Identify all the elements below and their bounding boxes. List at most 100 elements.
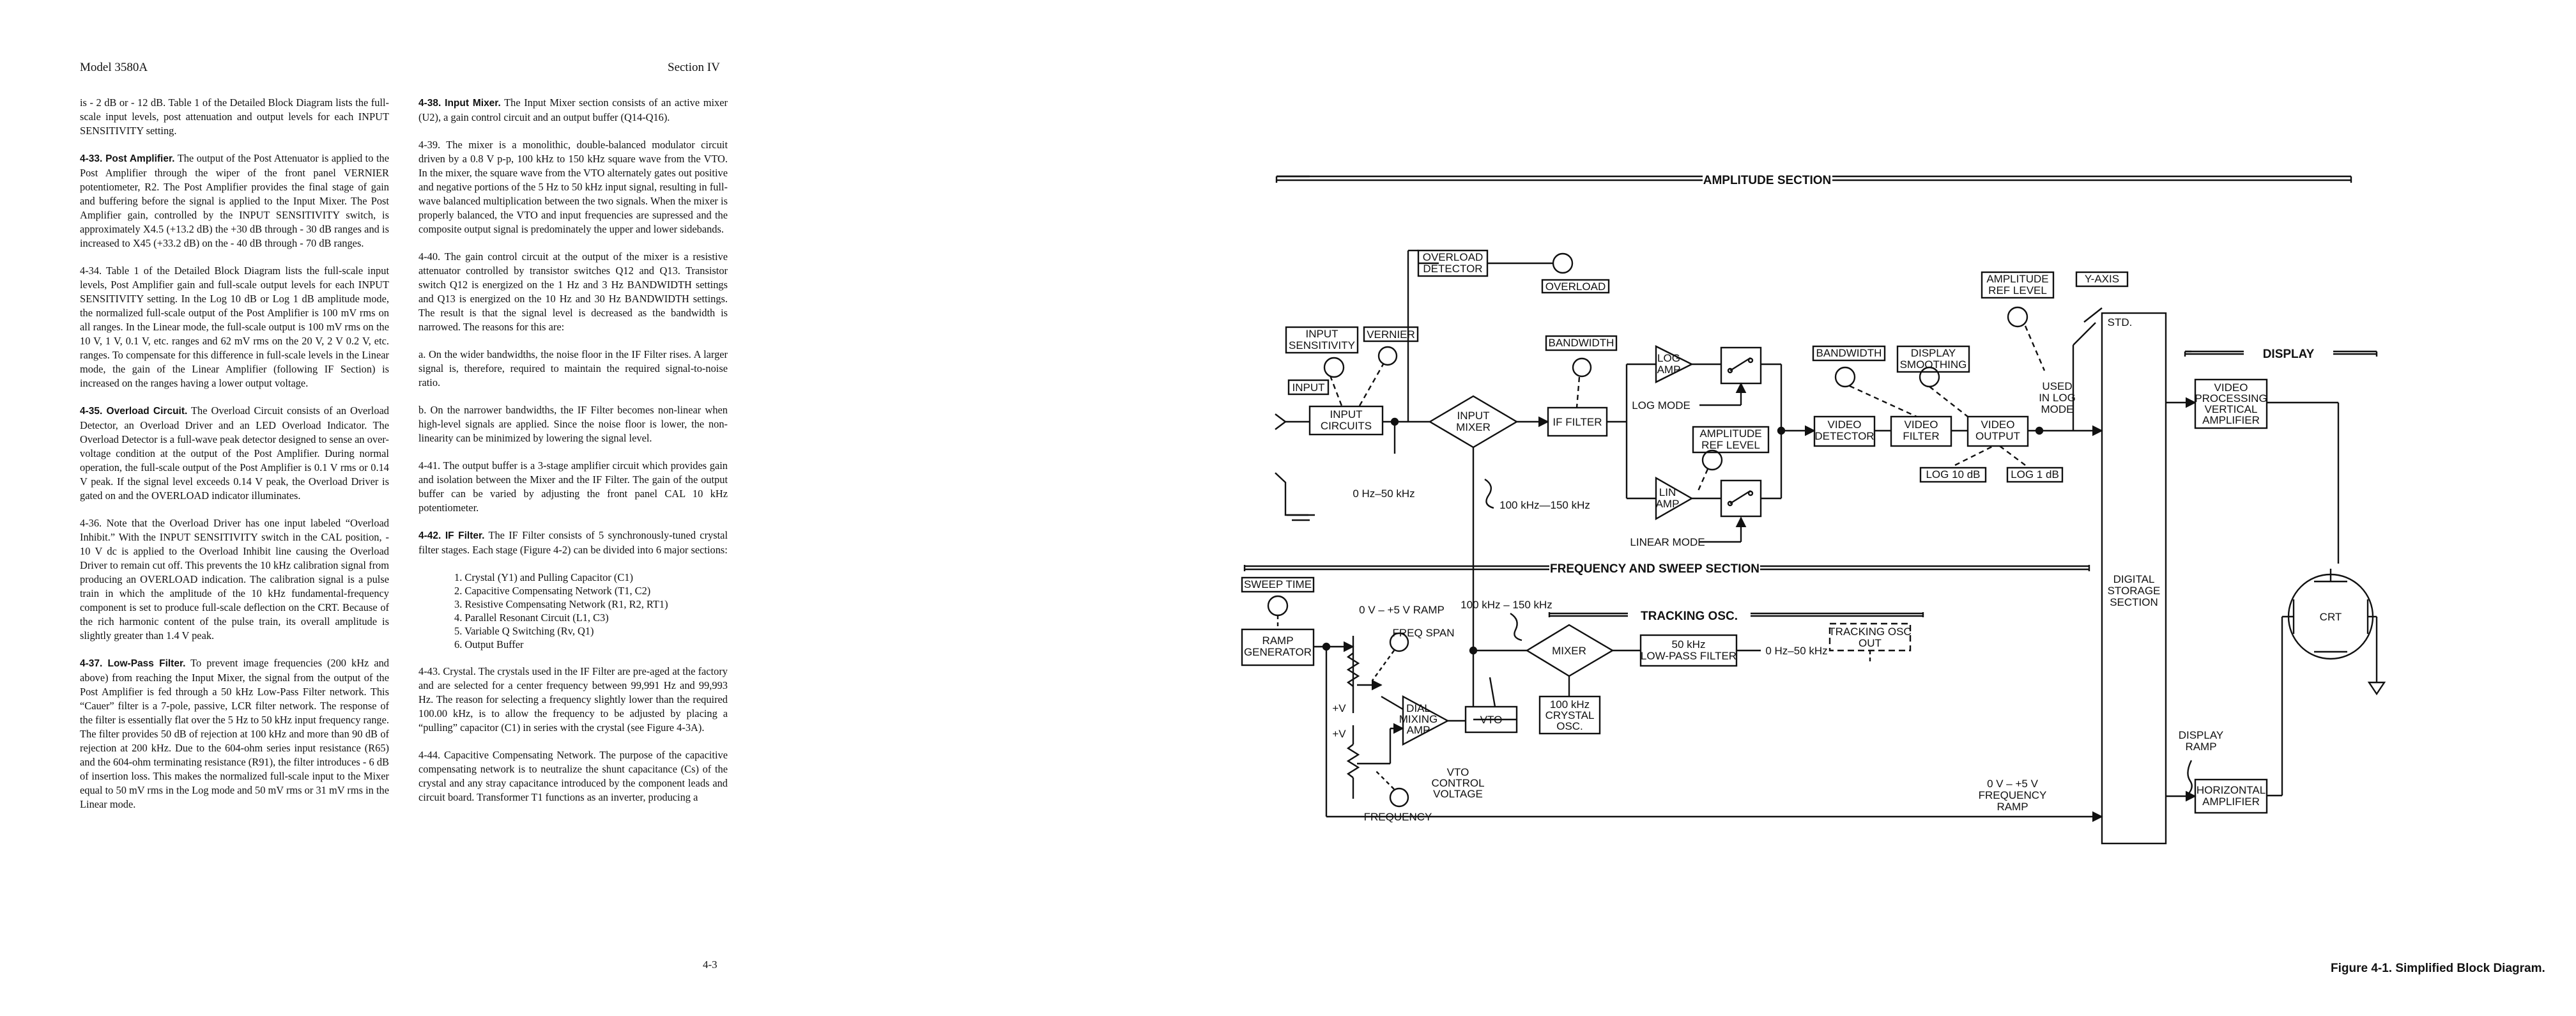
paragraph-item-a: a. On the wider bandwidths, the noise fl… (418, 348, 728, 389)
overload-detector-label-2: DETECTOR (1423, 263, 1482, 275)
log-10db-label: LOG 10 dB (1926, 468, 1980, 481)
video-processing-label-1: VIDEO (2214, 381, 2248, 394)
crt-label: CRT (2320, 611, 2342, 623)
paragraph-body: The output of the Post Attenuator is app… (80, 152, 389, 249)
paragraph-body: The IF Filter consists of 5 synchronousl… (418, 529, 728, 556)
paragraph-4-38: 4-38. Input Mixer. The Input Mixer secti… (418, 96, 728, 125)
input-sensitivity-label-1: INPUT (1306, 328, 1338, 340)
vto-control-label-2: CONTROL (1431, 777, 1484, 789)
text-column-right: 4-38. Input Mixer. The Input Mixer secti… (418, 96, 728, 818)
log-mode-label: LOG MODE (1632, 399, 1690, 412)
if-filter-section-list: 1. Crystal (Y1) and Pulling Capacitor (C… (418, 571, 728, 651)
bandwidth-label-if: BANDWIDTH (1549, 337, 1614, 349)
vto-frequency-range: 100 kHz – 150 kHz (1460, 599, 1552, 611)
video-filter-label-1: VIDEO (1905, 419, 1938, 431)
list-item: 5. Variable Q Switching (Rv, Q1) (454, 625, 594, 637)
video-processing-label-2: PROCESSING (2195, 392, 2267, 404)
log-1db-label: LOG 1 dB (2011, 468, 2059, 481)
paragraph-4-43: 4-43. Crystal. The crystals used in the … (418, 665, 728, 734)
frequency-sweep-section-label: FREQUENCY AND SWEEP SECTION (1550, 562, 1759, 576)
vernier-label: VERNIER (1367, 328, 1415, 341)
bandwidth-label-video: BANDWIDTH (1816, 347, 1882, 359)
vto-label: VTO (1480, 714, 1503, 726)
list-item: 4. Parallel Resonant Circuit (L1, C3) (454, 612, 609, 624)
freq-span-label: FREQ SPAN (1393, 627, 1455, 639)
display-section-label: DISPLAY (2263, 348, 2315, 361)
page-number: 4-3 (703, 958, 717, 971)
paragraph-4-44: 4-44. Capacitive Compensating Network. T… (418, 749, 728, 803)
paragraph-4-40: 4-40. The gain control circuit at the ou… (418, 250, 728, 333)
if-filter-label: IF FILTER (1552, 416, 1602, 428)
linear-mode-label: LINEAR MODE (1630, 536, 1705, 548)
display-ramp-label-2: RAMP (2185, 741, 2216, 753)
sweep-time-label: SWEEP TIME (1244, 578, 1312, 590)
overload-detector-label-1: OVERLOAD (1423, 251, 1483, 263)
overload-indicator-label: OVERLOAD (1545, 281, 1606, 293)
video-output-label-2: OUTPUT (1975, 430, 2020, 442)
paragraph-4-36: 4-36. Note that the Overload Driver has … (80, 517, 389, 642)
display-smoothing-label-1: DISPLAY (1911, 347, 1956, 359)
input-circuits-label-1: INPUT (1330, 408, 1363, 420)
used-in-log-mode-label-3: MODE (2041, 403, 2074, 415)
paragraph-heading: 4-35. Overload Circuit. (80, 406, 188, 417)
paragraph-heading: 4-38. Input Mixer. (418, 98, 501, 109)
list-item: 6. Output Buffer (454, 638, 524, 650)
dial-mixing-amp-label-2: MIXING (1399, 713, 1438, 725)
digital-storage-label-1: DIGITAL (2113, 573, 2155, 585)
amplitude-ref-level-label-2: REF LEVEL (1988, 284, 2047, 296)
ramp-generator-label-2: GENERATOR (1244, 646, 1312, 658)
paragraph-heading: 4-42. IF Filter. (418, 530, 485, 541)
text-column-left: is - 2 dB or - 12 dB. Table 1 of the Det… (80, 96, 389, 825)
model-header: Model 3580A (80, 61, 148, 74)
used-in-log-mode-label-1: USED (2042, 380, 2072, 392)
frequency-ramp-label-2: FREQUENCY (1979, 789, 2047, 801)
display-ramp-label-1: DISPLAY (2179, 729, 2224, 741)
paragraph-4-42: 4-42. IF Filter. The IF Filter consists … (418, 528, 728, 557)
list-item: 1. Crystal (Y1) and Pulling Capacitor (C… (454, 571, 633, 583)
lowpass-filter-label-1: 50 kHz (1672, 638, 1706, 650)
horizontal-amplifier-label-2: AMPLIFIER (2202, 796, 2260, 808)
dial-mixing-amp-label-3: AMP (1407, 724, 1430, 736)
amplitude-section-label: AMPLITUDE SECTION (1703, 174, 1832, 187)
figure-caption: Figure 4-1. Simplified Block Diagram. (2331, 962, 2545, 975)
input-label: INPUT (1292, 381, 1325, 394)
tracking-osc-out-label-1: TRACKING OSC (1828, 626, 1911, 638)
paragraph-body: To prevent image frequencies (200 kHz an… (80, 657, 389, 810)
frequency-ramp-label-3: RAMP (1997, 801, 2028, 813)
paragraph-heading: 4-37. Low-Pass Filter. (80, 658, 186, 669)
video-processing-label-3: VERTICAL (2205, 403, 2258, 415)
paragraph-heading: 4-33. Post Amplifier. (80, 153, 175, 164)
simplified-block-diagram: AMPLITUDE SECTION OVERLOAD DETECTOR OVER… (1241, 174, 2386, 845)
lin-amp-label-1: LIN (1659, 486, 1676, 498)
digital-storage-label-3: SECTION (2110, 596, 2158, 608)
video-output-label-1: VIDEO (1981, 419, 2015, 431)
plus-v-label-2: +V (1332, 728, 1346, 740)
paragraph-body: The Input Mixer section consists of an a… (418, 96, 728, 123)
list-item: 2. Capacitive Compensating Network (T1, … (454, 585, 651, 597)
paragraph-4-33: 4-33. Post Amplifier. The output of the … (80, 151, 389, 250)
paragraph: is - 2 dB or - 12 dB. Table 1 of the Det… (80, 96, 389, 137)
amplitude-ref-level-label-1: AMPLITUDE (1699, 427, 1761, 440)
manual-page: Model 3580A Section IV is - 2 dB or - 12… (0, 0, 728, 1016)
input-frequency-range: 0 Hz–50 kHz (1353, 488, 1414, 500)
section-header: Section IV (668, 61, 720, 74)
used-in-log-mode-label-2: IN LOG (2039, 392, 2076, 404)
paragraph-4-35: 4-35. Overload Circuit. The Overload Cir… (80, 404, 389, 503)
log-amp-label-1: LOG (1657, 352, 1680, 364)
paragraph-4-34: 4-34. Table 1 of the Detailed Block Diag… (80, 265, 389, 389)
frequency-ramp-label-1: 0 V – +5 V (1987, 778, 2039, 790)
digital-storage-label-2: STORAGE (2108, 585, 2161, 597)
tracking-mixer-label: MIXER (1552, 645, 1586, 657)
paragraph-4-41: 4-41. The output buffer is a 3-stage amp… (418, 459, 728, 514)
lin-amp-label-2: AMP (1656, 498, 1680, 510)
std-label: STD. (2108, 316, 2133, 328)
ramp-voltage-label: 0 V – +5 V RAMP (1359, 604, 1445, 616)
paragraph-item-b: b. On the narrower bandwidths, the IF Fi… (418, 404, 728, 444)
list-item: 3. Resistive Compensating Network (R1, R… (454, 598, 668, 610)
ramp-generator-label-1: RAMP (1262, 635, 1293, 647)
paragraph-4-39: 4-39. The mixer is a monolithic, double-… (418, 139, 728, 235)
horizontal-amplifier-label-1: HORIZONTAL (2196, 784, 2266, 796)
vto-control-label-3: VOLTAGE (1433, 788, 1483, 800)
video-detector-label-2: DETECTOR (1814, 430, 1874, 442)
tracking-osc-section-label: TRACKING OSC. (1641, 610, 1738, 623)
